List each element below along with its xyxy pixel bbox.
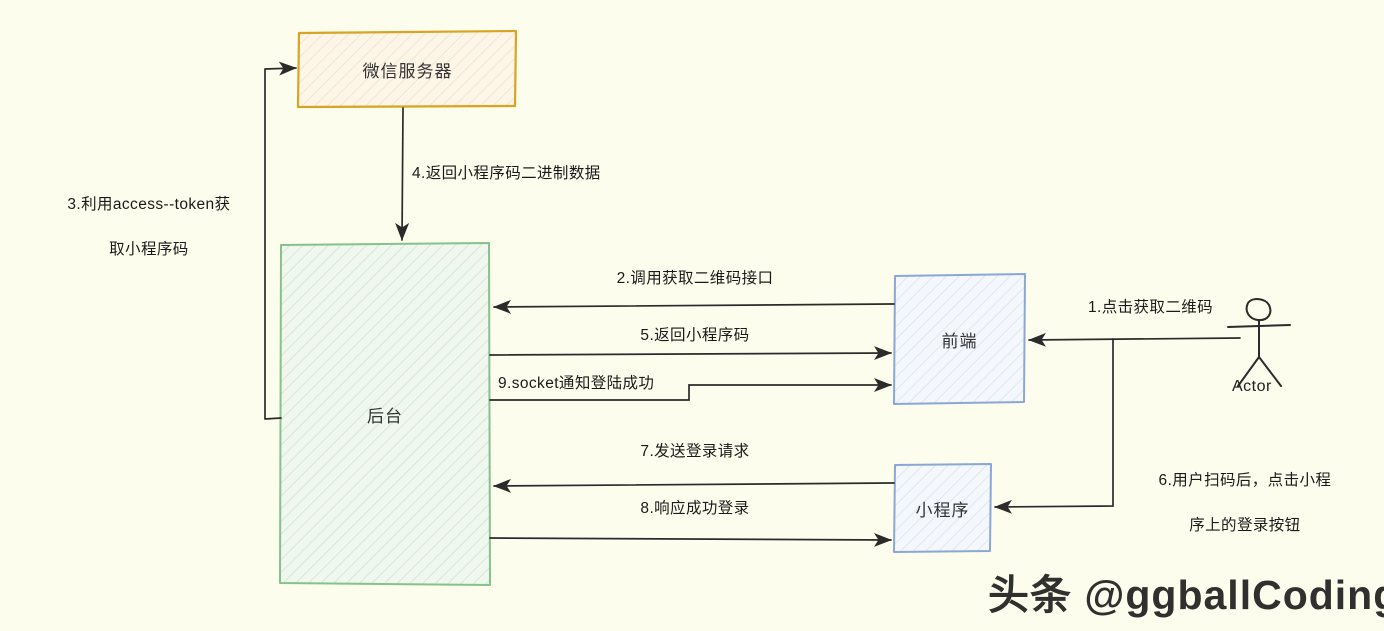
edge-8-line: [489, 532, 892, 547]
node-miniprogram-label: 小程序: [915, 500, 970, 520]
edge-3-label-line2: 取小程序码: [109, 241, 189, 259]
node-wechat-server[interactable]: 微信服务器: [299, 31, 516, 107]
edge-1-label: 1.点击获取二维码: [1088, 299, 1214, 316]
edge-2-label: 2.调用获取二维码接口: [616, 270, 774, 287]
edge-6-label-line2: 序上的登录按钮: [1189, 517, 1301, 535]
edge-6-label-line1: 6.用户扫码后，点击小程: [1158, 472, 1332, 490]
edge-3-label-line1: 3.利用access--token获: [67, 196, 231, 214]
edge-8-label: 8.响应成功登录: [640, 500, 750, 517]
edge-2-line: [493, 299, 895, 314]
actor-figure: [1227, 298, 1291, 387]
watermark: 头条 @ggballCoding: [988, 572, 1384, 618]
edge-7-line: [493, 478, 895, 493]
actor-caption: Actor: [1232, 378, 1272, 395]
edge-1-line: [1028, 332, 1241, 347]
edge-6-label: 6.用户扫码后，点击小程 序上的登录按钮: [1128, 448, 1343, 560]
node-frontend[interactable]: 前端: [894, 274, 1025, 404]
edge-5-line: [489, 346, 892, 361]
node-wechat-server-label: 微信服务器: [362, 61, 453, 81]
edge-4-label: 4.返回小程序码二进制数据: [412, 165, 601, 182]
edge-5-label: 5.返回小程序码: [640, 327, 750, 344]
edge-4-line: [395, 107, 410, 241]
edge-9-label: 9.socket通知登陆成功: [498, 375, 655, 392]
node-miniprogram[interactable]: 小程序: [894, 464, 991, 552]
node-frontend-label: 前端: [941, 331, 978, 351]
edge-3-label: 3.利用access--token获 取小程序码: [32, 172, 247, 284]
edge-7-label: 7.发送登录请求: [640, 443, 750, 460]
node-backend-label: 后台: [367, 406, 403, 426]
node-backend[interactable]: 后台: [280, 243, 490, 585]
